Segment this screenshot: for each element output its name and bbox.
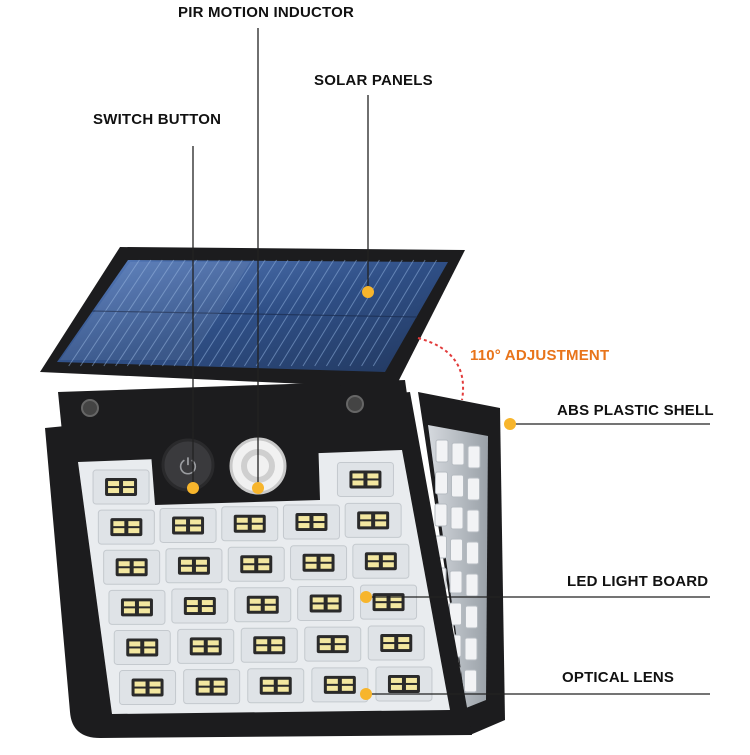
dot-switch bbox=[187, 482, 199, 494]
label-led-light-board: LED LIGHT BOARD bbox=[567, 573, 709, 590]
side-led-cell bbox=[467, 477, 480, 501]
led-cell bbox=[221, 506, 279, 542]
led-grid bbox=[92, 461, 433, 706]
led-cell bbox=[103, 549, 161, 585]
adjustment-arc bbox=[417, 337, 464, 401]
led-cell bbox=[177, 628, 235, 664]
led-cell bbox=[171, 588, 229, 624]
led-cell bbox=[97, 509, 155, 545]
power-icon: ⏻ bbox=[179, 455, 196, 480]
dot-solar bbox=[362, 286, 374, 298]
side-led-cell bbox=[464, 637, 478, 661]
led-cell bbox=[240, 627, 298, 663]
led-cell bbox=[234, 587, 292, 623]
led-cell bbox=[227, 546, 285, 582]
side-led-cell bbox=[450, 538, 463, 562]
side-led-cell bbox=[451, 474, 464, 498]
side-led-cell bbox=[451, 442, 465, 466]
led-cell bbox=[367, 625, 425, 661]
side-led-cell bbox=[449, 570, 463, 594]
side-led-cell bbox=[466, 509, 480, 533]
led-cell bbox=[165, 548, 223, 584]
side-led-cell bbox=[467, 445, 481, 469]
side-led-cell bbox=[434, 503, 448, 527]
screw-right bbox=[346, 395, 364, 413]
label-abs-plastic-shell: ABS PLASTIC SHELL bbox=[557, 402, 714, 419]
label-optical-lens: OPTICAL LENS bbox=[562, 669, 675, 686]
led-cell bbox=[108, 589, 166, 625]
solar-panel bbox=[40, 247, 465, 388]
dot-shell bbox=[504, 418, 516, 430]
led-cell bbox=[282, 504, 340, 540]
led-cell bbox=[119, 670, 177, 706]
side-led-cell bbox=[466, 541, 479, 565]
led-cell bbox=[360, 584, 418, 620]
led-cell bbox=[113, 629, 171, 665]
dot-lens bbox=[360, 688, 372, 700]
label-solar-panels: SOLAR PANELS bbox=[314, 72, 433, 89]
side-led-cell bbox=[465, 605, 478, 629]
led-cell bbox=[159, 507, 217, 543]
side-led-cell bbox=[465, 573, 479, 597]
led-cell bbox=[336, 461, 394, 497]
screw-left bbox=[81, 399, 99, 417]
led-cell bbox=[290, 545, 348, 581]
label-switch-button: SWITCH BUTTON bbox=[93, 111, 222, 128]
side-led-cell bbox=[464, 669, 477, 693]
led-cell bbox=[344, 502, 402, 538]
side-led-cell bbox=[435, 471, 448, 495]
led-cell bbox=[304, 626, 362, 662]
hinge bbox=[58, 380, 412, 432]
led-cell bbox=[247, 668, 305, 704]
dot-pir bbox=[252, 482, 264, 494]
led-cell bbox=[92, 469, 150, 505]
led-cell bbox=[375, 666, 433, 702]
led-cell bbox=[297, 585, 355, 621]
led-cell bbox=[352, 543, 410, 579]
sensor-housing: ⏻ bbox=[150, 436, 320, 505]
dot-led-board bbox=[360, 591, 372, 603]
label-pir-motion-inductor: PIR MOTION INDUCTOR bbox=[178, 4, 355, 21]
side-led-cell bbox=[450, 506, 464, 530]
label-110-adjustment: 110° ADJUSTMENT bbox=[470, 347, 610, 364]
led-cell bbox=[311, 667, 369, 703]
led-cell bbox=[183, 669, 241, 705]
side-led-cell bbox=[435, 439, 449, 463]
